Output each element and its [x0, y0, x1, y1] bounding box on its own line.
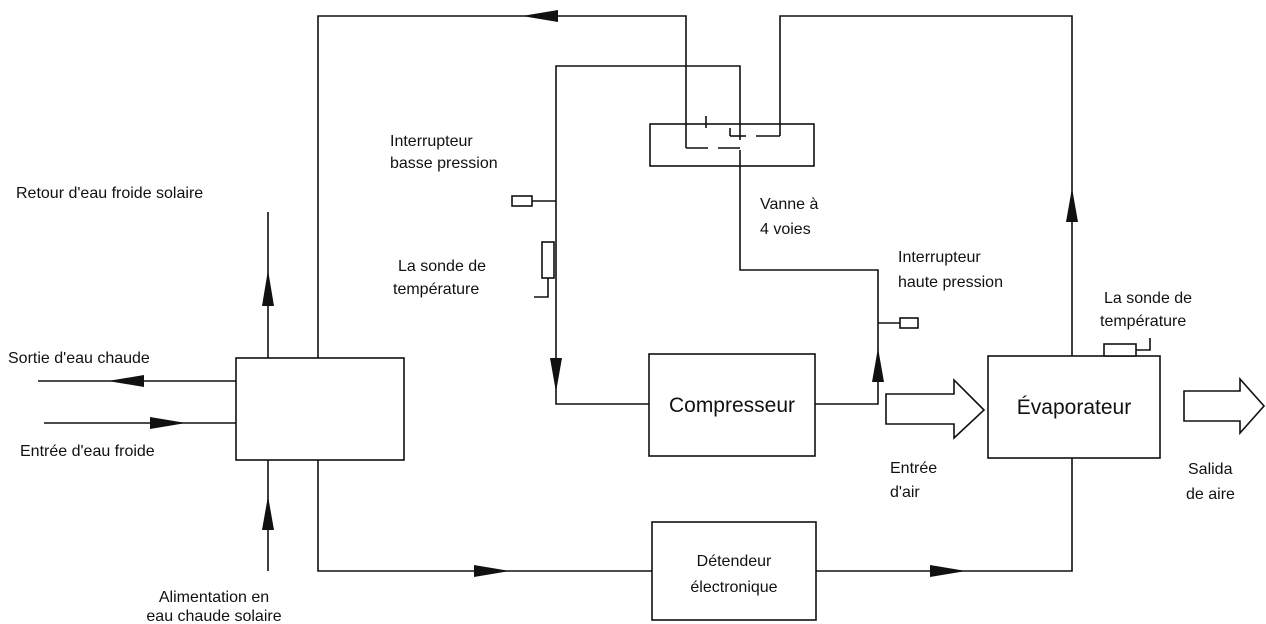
arrow-suction-down — [550, 358, 562, 392]
temp-probe-right-label-1: La sonde de — [1104, 290, 1192, 307]
compressor-label: Compresseur — [669, 394, 795, 417]
low-pressure-switch — [511, 195, 533, 207]
four-way-valve-label-2: 4 voies — [760, 221, 811, 238]
evaporator-box — [987, 355, 1161, 459]
arrow-liquid-right-1 — [474, 565, 510, 577]
arrow-cold-return-up — [262, 270, 274, 306]
temp-probe-right-label-2: température — [1100, 313, 1186, 330]
solar-cold-return-label: Retour d'eau froide solaire — [16, 185, 203, 202]
liquid-line-right — [816, 458, 1073, 572]
temp-probe-left-label-2: température — [393, 281, 479, 298]
low-pressure-label-1: Interrupteur — [390, 133, 473, 150]
expansion-valve-box — [651, 521, 817, 621]
four-way-valve-label-1: Vanne à — [760, 196, 819, 213]
heat-exchanger-box — [235, 357, 405, 461]
air-in-label-2: d'air — [890, 484, 920, 501]
arrow-solar-supply-up — [262, 496, 274, 530]
expansion-valve-label-2: électronique — [690, 579, 777, 596]
air-in-arrow — [885, 378, 986, 440]
air-out-label-1: Salida — [1188, 461, 1233, 478]
high-pressure-label-2: haute pression — [898, 274, 1003, 291]
arrow-discharge-up — [872, 348, 884, 382]
discharge-line — [739, 150, 879, 405]
four-way-valve-box — [649, 123, 815, 167]
cold-water-in-label: Entrée d'eau froide — [20, 443, 155, 460]
arrow-cold-in-right — [150, 417, 186, 429]
solar-supply-label-2: eau chaude solaire — [146, 608, 281, 624]
evaporator-outlet-line — [779, 15, 1073, 356]
temp-probe-left-label-1: La sonde de — [398, 258, 486, 275]
arrow-top-left — [522, 10, 558, 22]
air-out-arrow — [1183, 376, 1266, 436]
low-pressure-label-2: basse pression — [390, 155, 498, 172]
suction-line — [555, 65, 741, 405]
temp-probe-right — [1103, 343, 1137, 357]
air-in-label-1: Entrée — [890, 460, 937, 477]
evaporator-label: Évaporateur — [1017, 396, 1131, 419]
high-pressure-switch — [899, 317, 919, 329]
air-out-label-2: de aire — [1186, 486, 1235, 503]
liquid-line-left — [317, 460, 652, 572]
arrow-liquid-right-2 — [930, 565, 966, 577]
compressor-box — [648, 353, 816, 457]
temp-probe-left-lead — [534, 278, 549, 298]
temp-probe-right-lead — [1136, 338, 1151, 351]
arrow-evaporator-up — [1066, 188, 1078, 222]
hot-water-out-label: Sortie d'eau chaude — [8, 350, 150, 367]
solar-supply-label-1: Alimentation en — [159, 589, 269, 606]
expansion-valve-label-1: Détendeur — [697, 553, 772, 570]
high-pressure-label-1: Interrupteur — [898, 249, 981, 266]
top-return-line — [317, 15, 687, 358]
temp-probe-left — [541, 241, 555, 279]
arrow-hot-out-left — [108, 375, 144, 387]
